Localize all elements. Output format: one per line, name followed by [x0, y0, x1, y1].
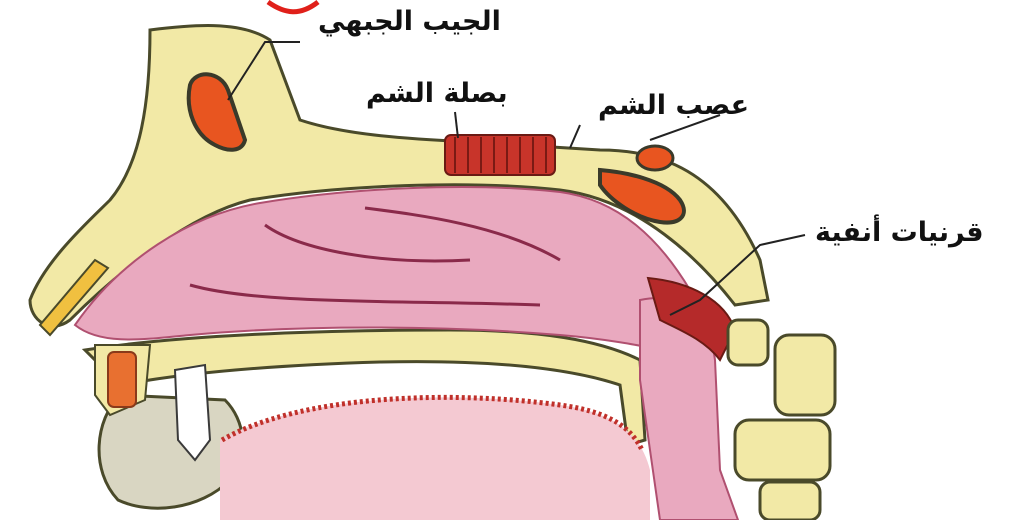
vertebra-1: [728, 320, 768, 365]
sphenoid-sinus-upper: [637, 146, 673, 170]
vertebra-3: [735, 420, 830, 480]
label-frontal-sinus: الجيب الجبهي: [318, 6, 501, 37]
label-olfactory-nerve: عصب الشم: [598, 90, 749, 121]
corner-mark: [268, 2, 318, 12]
label-olfactory-bulb: بصلة الشم: [366, 78, 508, 109]
vertebra-2: [775, 335, 835, 415]
vertebra-4: [760, 482, 820, 520]
incisor-root: [108, 352, 136, 407]
label-nasal-turbinates: قرنيات أنفية: [815, 217, 984, 248]
olfactory-bulb: [445, 135, 555, 175]
